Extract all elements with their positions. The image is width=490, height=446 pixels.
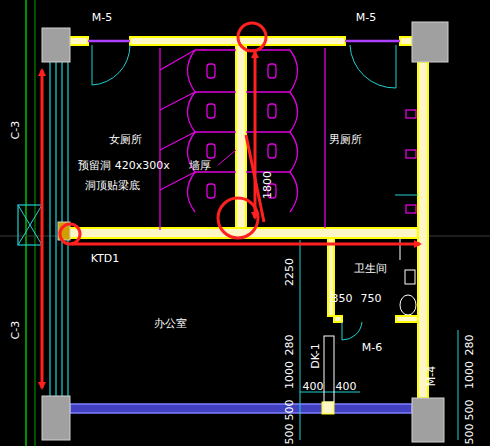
door-tag: M-5 bbox=[356, 12, 376, 24]
dimension: 2250 bbox=[284, 258, 296, 286]
opening-tag: DK-1 bbox=[310, 343, 322, 369]
window-tag: C-3 bbox=[10, 321, 22, 340]
equipment-tag: KTD1 bbox=[91, 253, 120, 265]
door-tag: M-5 bbox=[92, 12, 112, 24]
dimension: 1000 bbox=[464, 361, 476, 389]
dimension: 500 bbox=[284, 424, 296, 445]
door-tag: M-6 bbox=[362, 342, 382, 354]
note-text: 洞顶贴梁底 bbox=[85, 180, 140, 192]
dimension: 280 bbox=[464, 335, 476, 356]
dimension: 280 bbox=[284, 335, 296, 356]
room-name: 办公室 bbox=[154, 318, 187, 330]
note-text: 墙厚 bbox=[189, 160, 211, 172]
dimension: 500 bbox=[464, 400, 476, 421]
dimension: 1000 bbox=[284, 361, 296, 389]
dimension: 350 bbox=[332, 293, 353, 305]
room-name: 女厕所 bbox=[109, 134, 142, 146]
dimension: 500 bbox=[464, 424, 476, 445]
door-tag: M-4 bbox=[426, 366, 438, 386]
window-tag: C-3 bbox=[10, 121, 22, 140]
dimension: 500 bbox=[284, 400, 296, 421]
dimension: 400 bbox=[336, 381, 357, 393]
dimension: 400 bbox=[303, 381, 324, 393]
room-name: 卫生间 bbox=[354, 263, 387, 275]
note-text: 预留洞 420x300x bbox=[78, 160, 170, 172]
dimension: 750 bbox=[361, 293, 382, 305]
room-name: 男厕所 bbox=[329, 134, 362, 146]
dimension: 1800 bbox=[262, 171, 274, 199]
